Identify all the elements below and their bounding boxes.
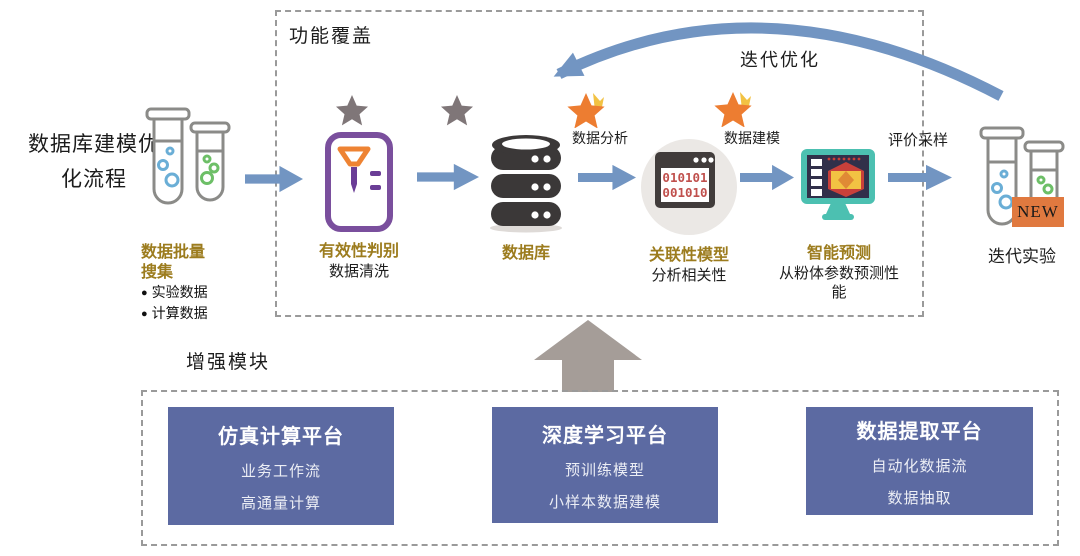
bullet-icon: ● [141,287,148,299]
stage-collect-bullets: ●实验数据 ●计算数据 [141,283,208,325]
star-highlight-icon [567,93,605,128]
database-icon [490,135,562,233]
star-icon [441,95,473,126]
flow-arrow [888,164,952,191]
enhance-module-box [141,390,1059,546]
stage-correlation-label: 关联性模型 分析相关性 [648,247,729,284]
platform-title: 深度学习平台 [542,424,668,447]
bullet-icon: ● [141,308,148,320]
star-highlight-icon [714,92,752,127]
enhance-up-arrow [534,320,642,392]
flow-arrow [245,165,303,193]
stage-predict-label: 智能预测 从粉体参数预测性能 [778,245,899,302]
annotation-sampling: 评价采样 [888,133,949,149]
prediction-monitor-icon [801,149,875,220]
function-coverage-label: 功能覆盖 [289,26,374,47]
platform-item: 自动化数据流 [871,457,968,475]
platform-title: 仿真计算平台 [218,425,344,448]
platform-item: 数据抽取 [887,489,952,507]
data-cleaning-icon [325,132,393,232]
new-badge: NEW [1012,197,1064,227]
iteration-loop-arrow [553,22,1004,101]
bullet-item: ●计算数据 [141,307,208,322]
page-title: 数据库建模优 化流程 [28,132,160,191]
annotation-analysis: 数据分析 [572,132,628,147]
platform-title: 数据提取平台 [856,420,983,443]
platform-item: 预训练模型 [564,461,645,479]
function-coverage-box [275,10,924,317]
flow-arrow [740,164,794,191]
enhance-box-label: 增强模块 [186,352,271,373]
platform-simulation: 仿真计算平台 业务工作流 高通量计算 [168,407,394,525]
svg-text:001010: 001010 [662,185,707,200]
star-icon [336,95,368,126]
platform-data-extraction: 数据提取平台 自动化数据流 数据抽取 [806,407,1033,515]
svg-text:010101: 010101 [662,170,707,185]
platform-deep-learning: 深度学习平台 预训练模型 小样本数据建模 [492,407,718,523]
flow-arrow [417,163,479,191]
test-tubes-icon [145,107,231,205]
platform-item: 高通量计算 [240,494,321,512]
flow-arrow [578,164,636,191]
stage-collect-title: 数据批量 搜集 [141,244,206,281]
correlation-model-icon: 010101 001010 [641,139,737,235]
platform-item: 小样本数据建模 [548,493,661,511]
bullet-item: ●实验数据 [141,286,208,301]
iteration-loop-label: 迭代优化 [740,50,820,70]
stage-database-label: 数据库 [501,245,550,262]
stage-validity-label: 有效性判别 数据清洗 [318,243,399,280]
stage-iterate-label: 迭代实验 [988,247,1056,266]
platform-item: 业务工作流 [240,462,321,480]
annotation-modeling: 数据建模 [724,132,780,147]
